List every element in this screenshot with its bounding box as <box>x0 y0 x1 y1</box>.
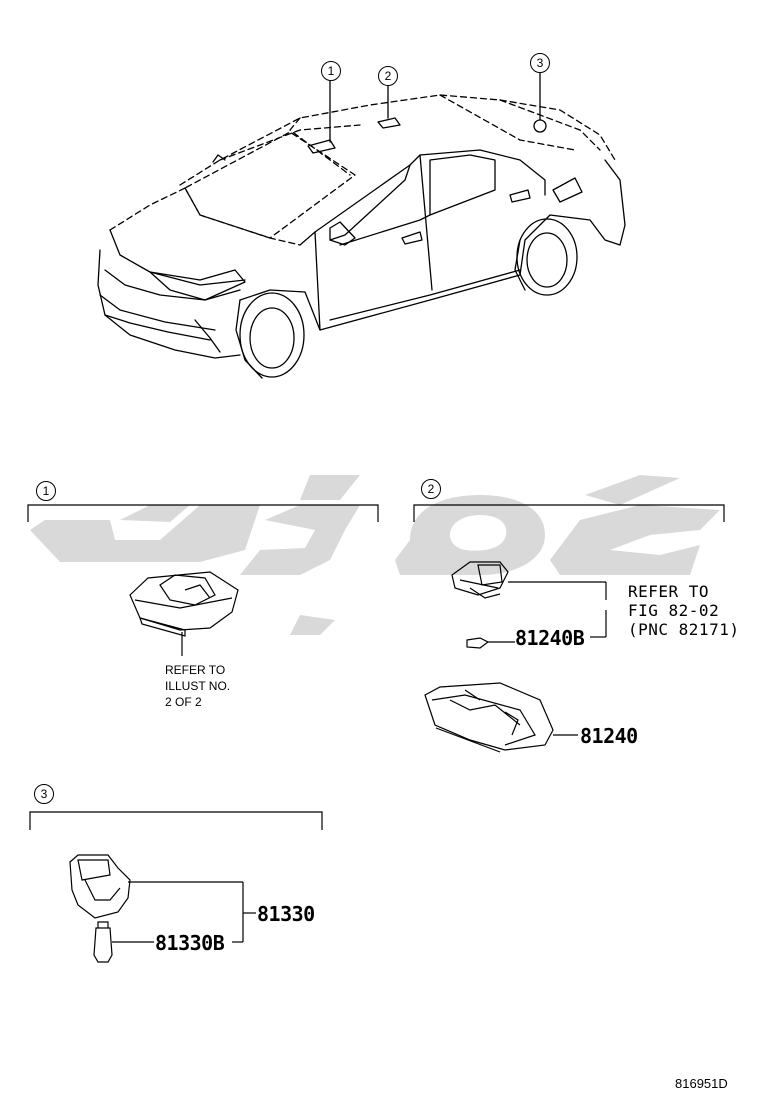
refer-line: FIG 82-02 <box>628 601 720 620</box>
refer-line: 2 OF 2 <box>165 695 202 709</box>
refer-line: ILLUST NO. <box>165 679 231 693</box>
refer-line: REFER TO <box>165 663 226 677</box>
section2-housing-part <box>424 682 554 753</box>
refer-line: (PNC 82171) <box>628 620 740 639</box>
callout-car-1: 1 <box>321 61 341 81</box>
refer-line: REFER TO <box>628 582 710 601</box>
callout-section-2: 2 <box>421 479 441 499</box>
callout-section-1: 1 <box>36 481 56 501</box>
section1-refer-note: REFER TO ILLUST NO. 2 OF 2 <box>165 662 230 710</box>
callout-section-3: 3 <box>34 784 54 804</box>
section3-bulb-part <box>93 921 113 963</box>
section2-refer-note: REFER TO FIG 82-02 (PNC 82171) <box>628 582 739 639</box>
section3-socket-part <box>69 854 131 919</box>
callout-car-2: 2 <box>378 66 398 86</box>
section2-socket-part <box>451 561 509 599</box>
section1-lamp-part <box>129 571 239 637</box>
part-number-81330: 81330 <box>257 902 315 926</box>
part-number-81330b: 81330B <box>155 931 225 955</box>
part-number-81240b: 81240B <box>515 626 585 650</box>
part-number-81240: 81240 <box>580 724 638 748</box>
callout-car-3: 3 <box>530 53 550 73</box>
figure-number: 816951D <box>675 1076 728 1091</box>
